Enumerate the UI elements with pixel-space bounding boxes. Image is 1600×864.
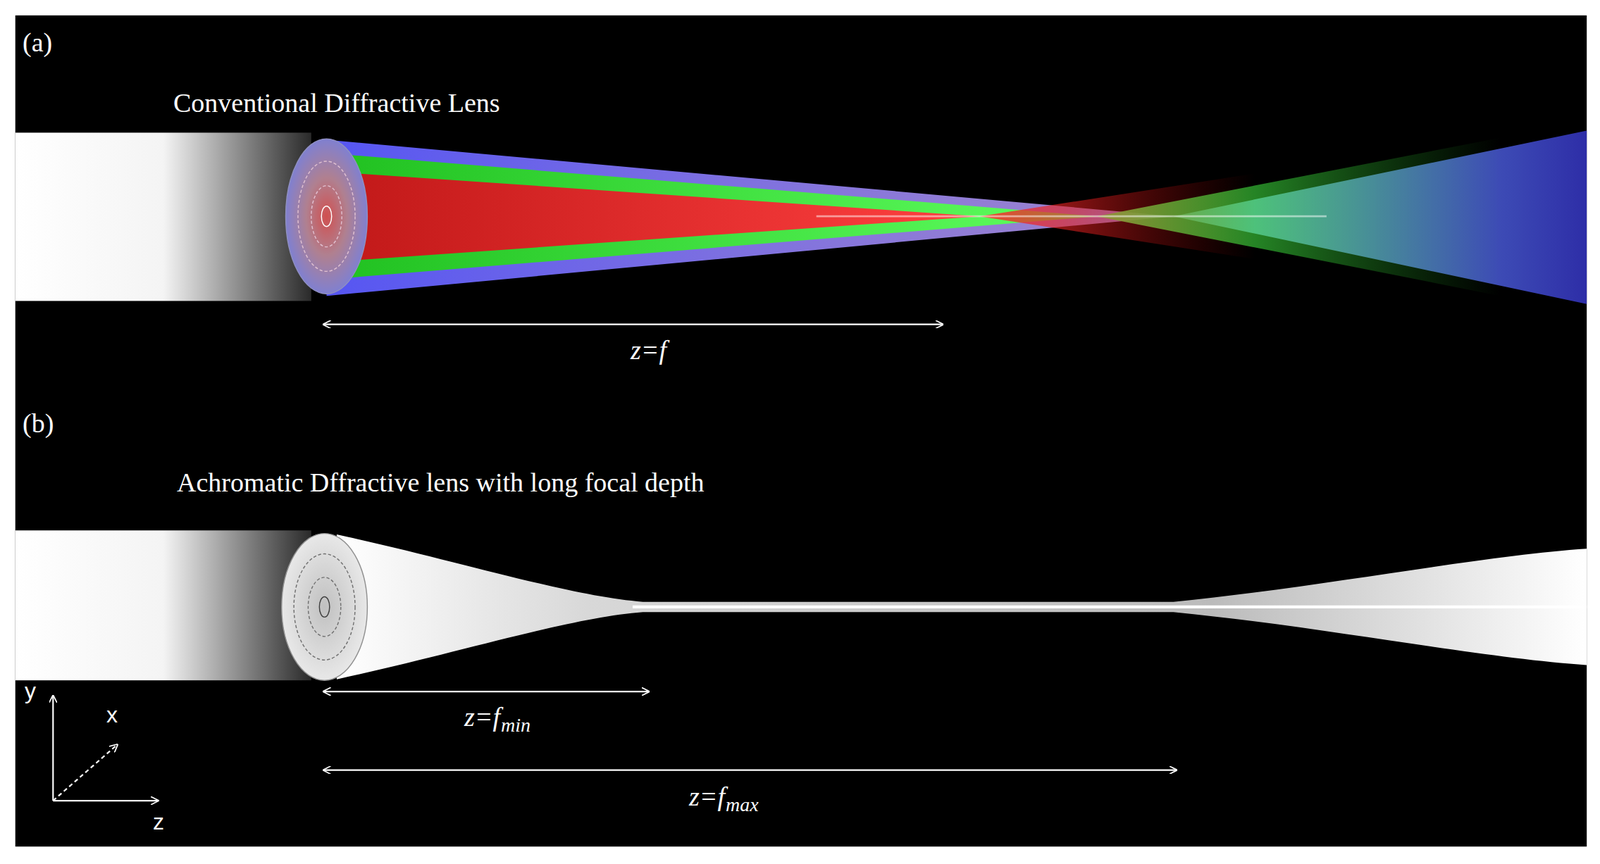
- axis-label: x: [106, 703, 118, 727]
- panel-title: Conventional Diffractive Lens: [173, 89, 501, 117]
- axis-label: z: [152, 810, 165, 834]
- panel-letter: (b): [22, 410, 54, 437]
- dimension-label: z=f: [630, 336, 667, 364]
- dimension-label: z=f: [464, 703, 501, 731]
- panel-title: Achromatic Dffractive lens with long foc…: [176, 469, 705, 496]
- dimension-subscript: min: [500, 715, 531, 736]
- dimension-subscript: max: [725, 795, 759, 816]
- dimension-label: z=f: [689, 783, 725, 811]
- axis-label: y: [24, 679, 36, 703]
- panel-letter: (a): [22, 28, 53, 56]
